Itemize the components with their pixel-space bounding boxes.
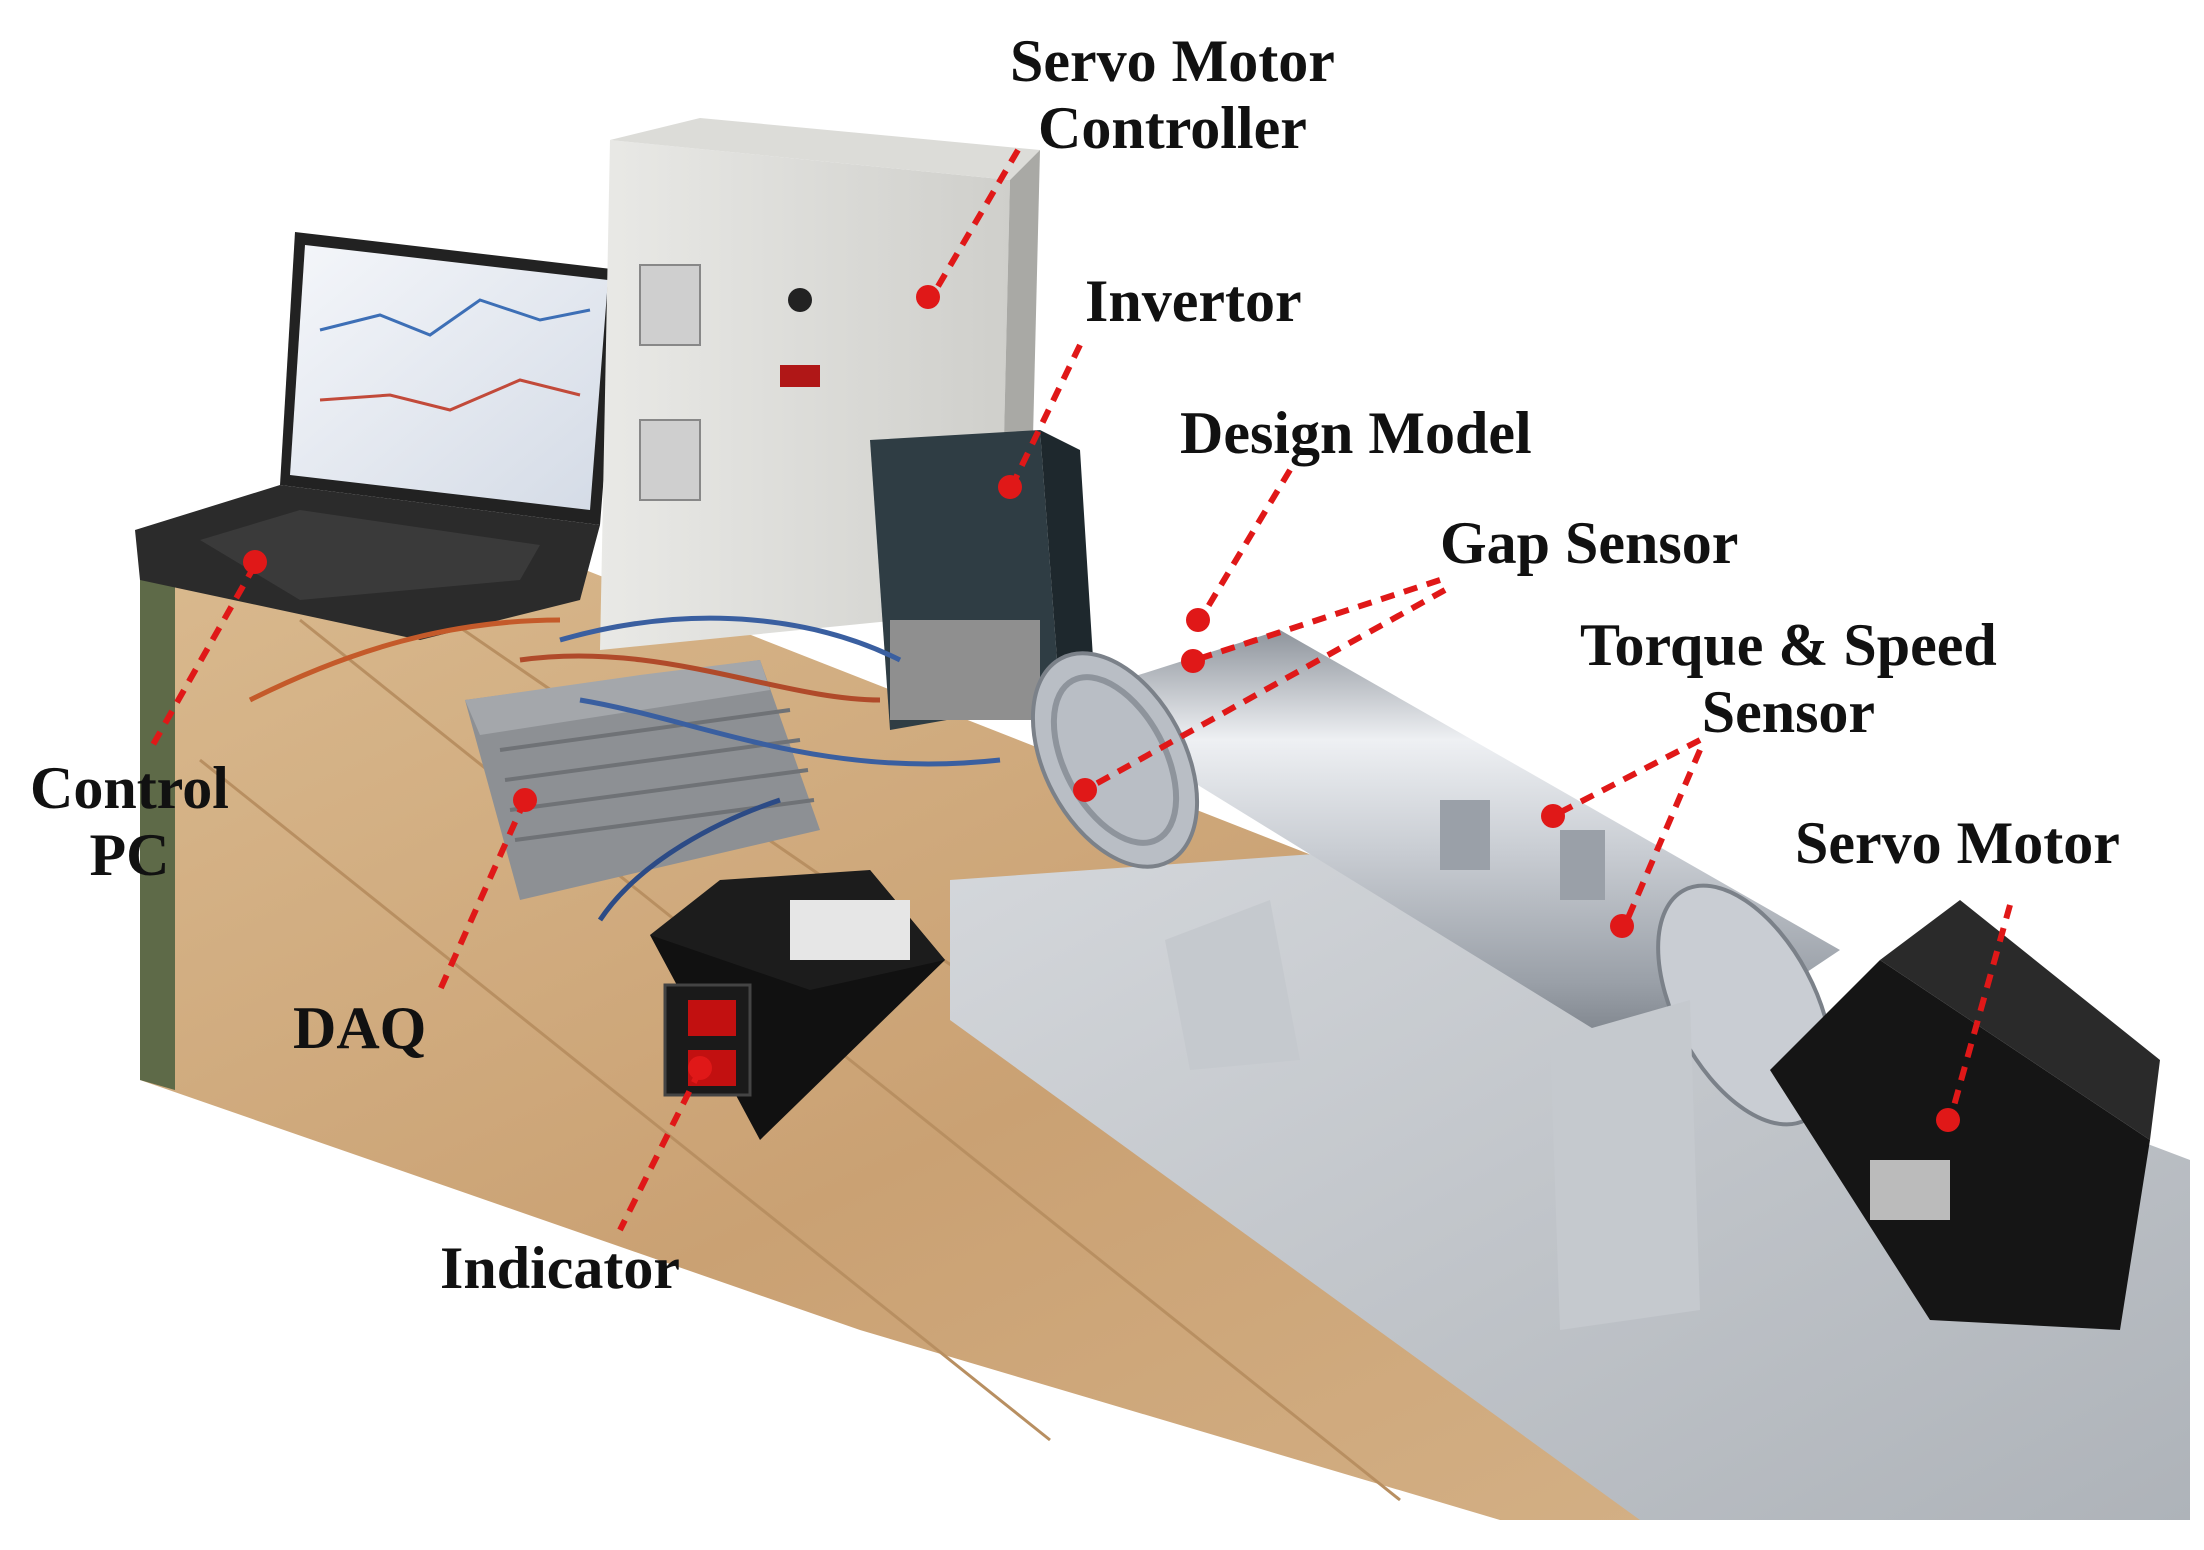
- label-invertor: Invertor: [1085, 268, 1302, 334]
- label-servo-motor-controller: Servo Motor Controller: [1010, 28, 1335, 162]
- gap-sensor-dot-2: [1073, 778, 1097, 802]
- label-daq: DAQ: [293, 995, 427, 1061]
- design-model-dot: [1186, 608, 1210, 632]
- control-pc-dot: [243, 550, 267, 574]
- label-servo-motor: Servo Motor: [1795, 810, 2120, 876]
- daq-box: [465, 660, 820, 900]
- label-gap-sensor: Gap Sensor: [1440, 510, 1739, 576]
- label-design-model: Design Model: [1180, 400, 1532, 466]
- indicator-dot: [688, 1056, 712, 1080]
- annotation-leaders: [147, 148, 2013, 1232]
- gap-sensor-dot-1: [1181, 649, 1205, 673]
- torque-speed-sensor-dot-2: [1610, 914, 1634, 938]
- label-indicator: Indicator: [440, 1235, 680, 1301]
- label-torque-speed-sensor: Torque & Speed Sensor: [1580, 612, 1997, 746]
- control-pc-laptop: [135, 232, 620, 640]
- invertor-dot: [998, 475, 1022, 499]
- invertor-unit: [870, 430, 1095, 730]
- servo-motor-unit: [1770, 900, 2160, 1330]
- daq-dot: [513, 788, 537, 812]
- servo-motor-controller-dot: [916, 285, 940, 309]
- label-control-pc: Control PC: [30, 755, 229, 889]
- torque-speed-sensor-dot-1: [1541, 804, 1565, 828]
- cables: [248, 615, 1001, 922]
- annotation-dots: [243, 285, 1960, 1132]
- servo-motor-dot: [1936, 1108, 1960, 1132]
